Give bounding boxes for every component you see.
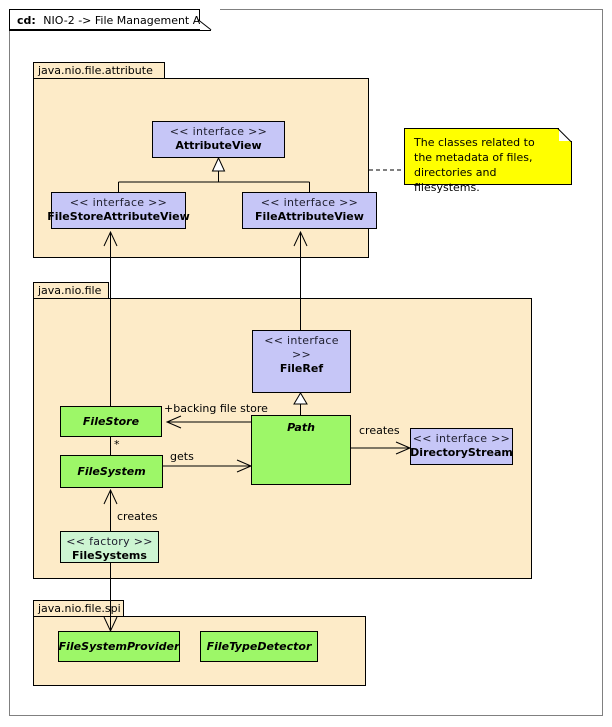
class-box-file-systems[interactable]: << factory >> FileSystems: [60, 531, 159, 563]
package-tab-attribute: java.nio.file.attribute: [33, 62, 165, 79]
class-box-directory-stream[interactable]: << interface >> DirectoryStream: [410, 428, 513, 465]
note-line-2: the metadata of files,: [414, 151, 533, 164]
class-box-path[interactable]: Path: [251, 415, 351, 485]
class-box-file-ref[interactable]: << interface >> FileRef: [252, 330, 351, 393]
note-metadata: The classes related to the metadata of f…: [404, 128, 572, 194]
class-name-label: AttributeView: [175, 139, 262, 152]
edge-label-creates-file-system: creates: [117, 510, 158, 523]
title-tab-fold-edge: [199, 9, 200, 21]
diagram-title-prefix: cd:: [17, 14, 36, 27]
page-title: NIO-2 -> File Management API: [43, 14, 211, 27]
class-name-label: FileRef: [279, 362, 324, 375]
class-name-label: DirectoryStream: [410, 446, 513, 459]
class-box-file-store-attribute-view[interactable]: << interface >> FileStoreAttributeView: [47, 192, 190, 229]
package-tab-file: java.nio.file: [33, 282, 109, 299]
edge-label-creates-directory-stream: creates: [359, 424, 400, 437]
package-body-attribute: [33, 78, 369, 258]
class-name-label: FileSystemProvider: [58, 639, 180, 653]
class-box-file-type-detector[interactable]: FileTypeDetector: [200, 631, 318, 662]
edge-label-gets: gets: [170, 450, 194, 463]
stereotype-label: << interface >>: [412, 432, 511, 445]
class-name-label: FileSystems: [72, 549, 147, 562]
note-line-1: The classes related to: [414, 136, 535, 149]
class-box-attribute-view[interactable]: << interface >> AttributeView: [152, 121, 285, 158]
class-box-file-system[interactable]: FileSystem: [60, 455, 163, 488]
edge-label-backing-file-store: +backing file store: [164, 402, 268, 415]
class-box-file-system-provider[interactable]: FileSystemProvider: [58, 631, 180, 662]
class-box-file-store[interactable]: FileStore: [60, 406, 162, 437]
stereotype-label: << interface >>: [169, 125, 268, 138]
note-line-3: directories and filesystems.: [414, 166, 497, 194]
class-name-label: FileStore: [82, 414, 140, 428]
diagram-title-tab: cd: NIO-2 -> File Management API: [9, 9, 219, 30]
stereotype-label: << interface >>: [69, 196, 168, 209]
class-name-label: FileAttributeView: [255, 210, 364, 223]
class-name-label: FileSystem: [77, 464, 146, 478]
title-tab-underline: [9, 30, 211, 31]
class-box-file-attribute-view[interactable]: << interface >> FileAttributeView: [242, 192, 377, 229]
stereotype-label: << factory >>: [66, 535, 153, 548]
stereotype-label: << interface >>: [260, 196, 359, 209]
package-tab-spi: java.nio.file.spi: [33, 600, 124, 617]
class-name-label: Path: [287, 421, 315, 434]
class-name-label: FileStoreAttributeView: [47, 210, 190, 223]
edge-label-multiplicity: *: [114, 438, 120, 451]
stereotype-label: << interface >>: [264, 334, 339, 361]
note-corner-fold: [559, 128, 572, 141]
class-name-label: FileTypeDetector: [206, 639, 312, 653]
